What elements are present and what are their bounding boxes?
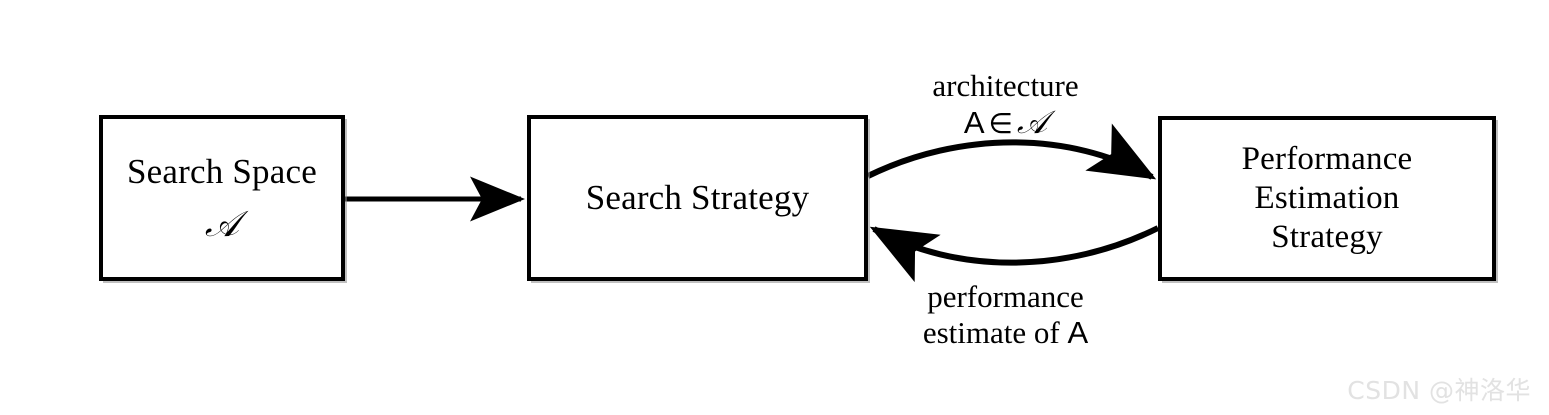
node-performance-line-1: Performance [1241, 141, 1413, 178]
element-of-icon: ∈ [988, 106, 1013, 140]
edge-label-architecture: architecture A∈𝒜 [863, 68, 1148, 141]
estimate-of-text: estimate of [922, 314, 1060, 350]
estimate-architecture-variable: A [1067, 314, 1089, 350]
node-search-space-label: Search Space [127, 152, 317, 192]
edge-label-performance-line-1: performance [927, 279, 1084, 314]
node-search-strategy-label: Search Strategy [585, 178, 810, 218]
architecture-variable: A [963, 104, 985, 140]
node-performance-line-2: Estimation [1254, 180, 1400, 217]
node-performance-estimation-strategy[interactable]: Performance Estimation Strategy [1158, 116, 1496, 281]
edge-label-performance-estimate: performance estimate of A [863, 279, 1148, 351]
edge-label-architecture-line-1: architecture [932, 68, 1079, 103]
arc-performance-to-search-strategy [869, 225, 1160, 283]
node-search-space[interactable]: Search Space 𝒜 [99, 115, 345, 281]
node-search-strategy[interactable]: Search Strategy [527, 115, 868, 281]
csdn-watermark: CSDN @神洛华 [1347, 376, 1531, 405]
node-search-space-symbol: 𝒜 [204, 203, 240, 245]
edge-label-architecture-line-2: A∈𝒜 [863, 102, 1148, 141]
node-performance-line-3: Strategy [1271, 218, 1383, 255]
search-space-set-symbol: 𝒜 [1016, 102, 1048, 141]
arc-search-strategy-to-performance [866, 123, 1157, 180]
edge-label-performance-line-2: estimate of A [863, 315, 1148, 351]
